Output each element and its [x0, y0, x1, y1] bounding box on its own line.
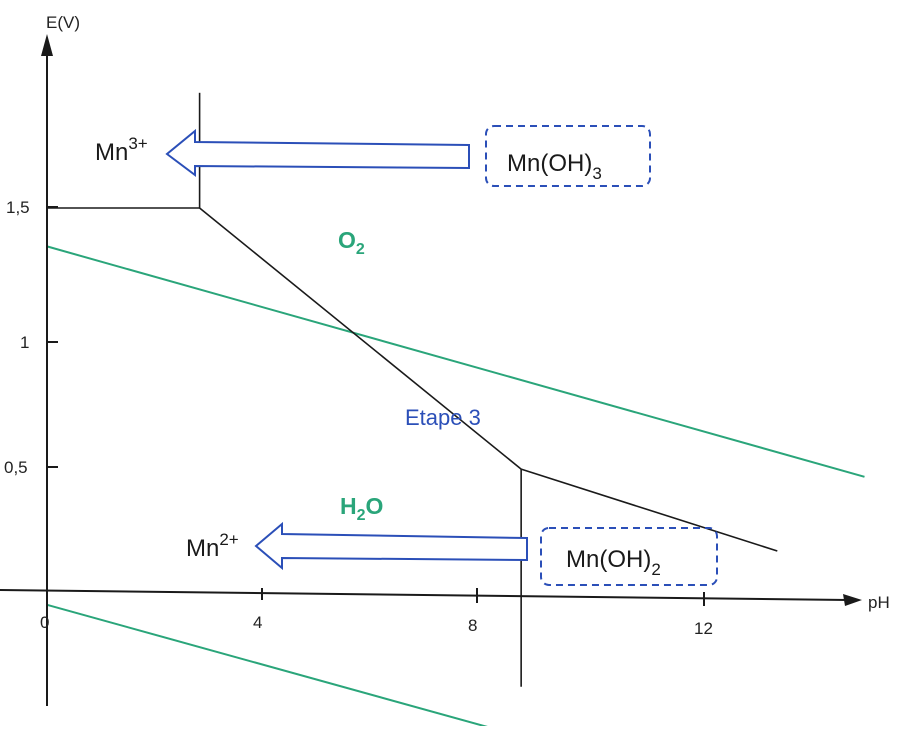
y-tick-label: 1,5 — [6, 198, 30, 217]
top-left-arrow — [165, 128, 470, 177]
x-axis-arrowhead — [843, 594, 862, 606]
x-tick-label: 8 — [468, 616, 477, 635]
step-label: Etape 3 — [405, 405, 481, 430]
boundary-line-2 — [199, 207, 522, 470]
species-mnoh3-label: Mn(OH)3 — [507, 150, 602, 183]
y-axis-label: E(V) — [46, 13, 80, 32]
water-stability-line-1 — [46, 603, 500, 731]
species-mn3-label: Mn3+ — [95, 134, 148, 166]
water-stability-line-0 — [46, 245, 865, 478]
water-lines-layer — [46, 245, 865, 731]
mnoh2-dashed-box — [540, 527, 718, 586]
x-tick-label: 12 — [694, 619, 713, 638]
boundary-lines-layer — [47, 92, 778, 687]
x-axis-label: pH — [868, 593, 890, 612]
x-tick-label: 0 — [40, 613, 49, 632]
x-tick-label: 4 — [253, 613, 262, 632]
bottom-left-arrow — [254, 521, 528, 571]
o2-label: O2 — [338, 227, 365, 258]
y-axis-arrowhead — [41, 34, 53, 56]
x-axis — [0, 589, 849, 601]
species-mn2-label: Mn2+ — [186, 530, 239, 562]
boundary-line-4 — [520, 468, 778, 552]
y-tick-label: 1 — [20, 333, 29, 352]
y-tick-label: 0,5 — [4, 458, 28, 477]
mnoh3-dashed-box — [485, 125, 651, 187]
h2o-label: H2O — [340, 493, 383, 524]
species-mnoh2-label: Mn(OH)2 — [566, 546, 661, 579]
